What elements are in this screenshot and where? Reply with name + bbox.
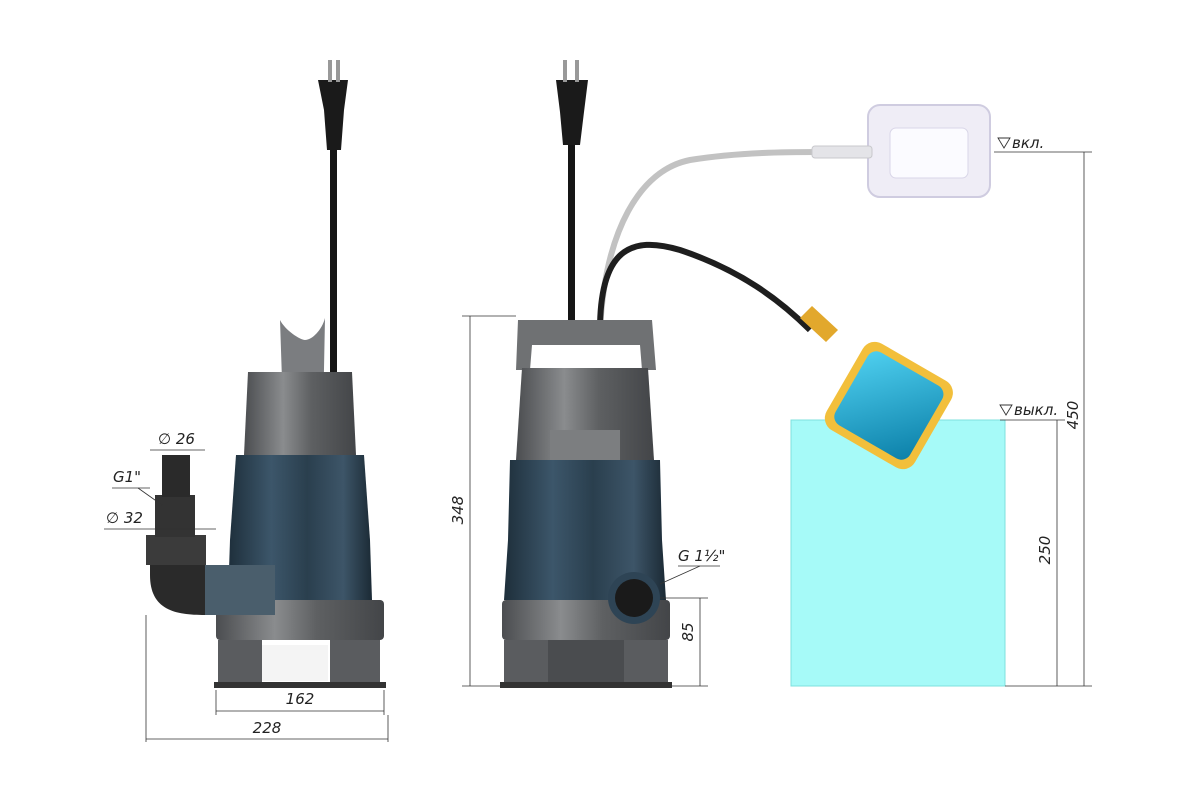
dim-162: 162 (286, 690, 315, 708)
off-level-marker-icon (999, 404, 1013, 416)
motor-body (228, 455, 372, 600)
gray-cable (597, 149, 821, 331)
dim-250: 250 (1036, 536, 1054, 565)
power-cord (330, 150, 337, 380)
dim-228: 228 (253, 719, 282, 737)
dim-diameter-32: ∅ 32 (106, 509, 143, 527)
outlet-port (615, 579, 653, 617)
float-switch-assembly (790, 104, 1006, 687)
dim-450: 450 (1064, 401, 1082, 430)
on-level-marker-icon (997, 137, 1011, 149)
dim-thread-g1: G1" (113, 468, 141, 486)
power-plug (318, 80, 348, 150)
front-view-pump (500, 60, 821, 688)
hose-connector (155, 495, 195, 537)
dimensions: 162 228 ∅ 26 G1" ∅ 32 348 85 G 1½" 450 (104, 134, 1092, 742)
pump-handle (516, 320, 656, 370)
dim-85: 85 (679, 622, 697, 641)
side-view-pump (146, 60, 386, 688)
black-cable (597, 241, 813, 333)
dim-348: 348 (449, 496, 467, 525)
motor-housing-top (244, 372, 356, 455)
dim-outlet-thread: G 1½" (678, 547, 725, 565)
label-on: вкл. (1012, 134, 1044, 152)
dim-diameter-26: ∅ 26 (158, 430, 195, 448)
power-plug-front (556, 80, 588, 145)
label-off: выкл. (1014, 401, 1058, 419)
